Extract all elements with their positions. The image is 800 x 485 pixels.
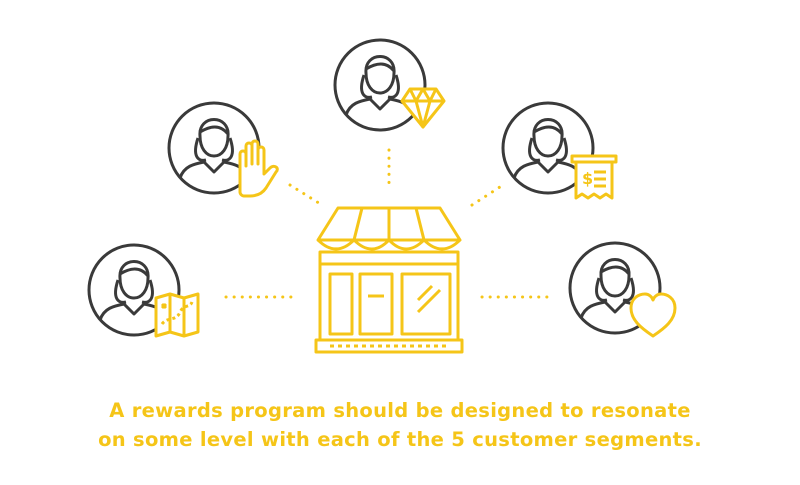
connector-upper-right: [470, 183, 505, 207]
caption-line-2: on some level with each of the 5 custome…: [98, 428, 702, 451]
caption-line-1: A rewards program should be designed to …: [109, 399, 691, 422]
segment-hand: [167, 101, 279, 198]
connectors: [224, 148, 556, 299]
diamond-icon: [400, 87, 446, 129]
segment-diamond: [333, 38, 446, 132]
heart-icon: [629, 292, 677, 338]
storefront-icon: [314, 206, 464, 354]
segment-heart: [568, 241, 677, 338]
receipt-icon: $: [570, 154, 618, 200]
segments-diagram: $: [87, 38, 677, 354]
svg-text:$: $: [582, 169, 593, 188]
connector-upper-left: [288, 183, 324, 207]
segment-receipt: $: [501, 101, 618, 200]
segment-map: [87, 243, 200, 338]
hand-stop-icon: [238, 139, 279, 198]
caption: A rewards program should be designed to …: [0, 396, 800, 454]
map-icon: [154, 292, 200, 338]
